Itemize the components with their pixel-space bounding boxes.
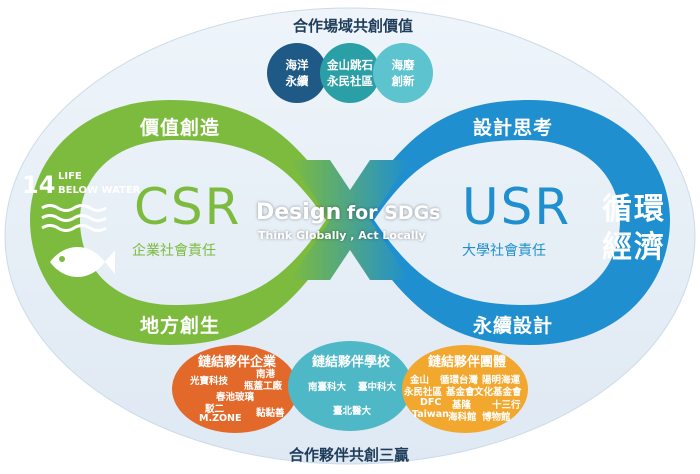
sdg-line1: LIFE xyxy=(58,171,82,182)
org-item: 海科館 xyxy=(448,412,477,423)
label-design-thinking: 設計思考 xyxy=(473,117,554,139)
org-item: 基隆 xyxy=(452,400,472,411)
school-item: 臺中科大 xyxy=(358,382,397,393)
right-loop-ring xyxy=(350,100,670,345)
center-subtitle: Think Globally , Act Locally xyxy=(258,229,426,242)
sdg-line2: BELOW WATER xyxy=(58,185,141,196)
bubble-jinshan-text: 金山跳石 永民社區 xyxy=(322,57,378,89)
csr-subtitle: 企業社會責任 xyxy=(132,243,216,259)
blob-enterprises xyxy=(172,345,298,433)
school-item: 南臺科大 xyxy=(308,382,347,393)
schools-title: 鏈結夥伴學校 xyxy=(312,355,391,370)
bubble-waste-innovation xyxy=(373,43,433,103)
enterprise-item: M.ZONE xyxy=(199,413,242,424)
org-item: 基金會 xyxy=(446,387,475,398)
circular-economy-line2: 經濟 xyxy=(602,230,666,265)
org-item: 永民社區 xyxy=(404,387,443,398)
bubble-jinshan-line2: 永民社區 xyxy=(327,74,373,88)
label-value-creation: 價值創造 xyxy=(140,117,221,139)
enterprise-item: 瓶蓋工廠 xyxy=(244,381,283,392)
loop-cross-band-2 xyxy=(290,160,410,280)
bubble-jinshan-line1: 金山跳石 xyxy=(327,58,373,72)
fish-eye xyxy=(59,256,65,262)
enterprise-item: 駁二 xyxy=(205,404,225,415)
organizations-title: 鏈結夥伴團體 xyxy=(428,355,507,370)
label-sustainable-design: 永續設計 xyxy=(473,315,554,337)
org-item: 陽明海運 xyxy=(482,375,521,386)
sdg14-badge xyxy=(41,204,115,277)
bubble-ocean-line2: 永續 xyxy=(285,74,309,88)
bubble-waste-text: 海廢 創新 xyxy=(379,57,427,89)
center-title: Design for SDGs xyxy=(256,200,440,225)
csr-acronym: CSR xyxy=(134,178,242,236)
wave-icon xyxy=(41,204,107,212)
blob-organizations xyxy=(402,345,528,433)
wave-icon xyxy=(41,224,107,232)
school-item: 臺北醫大 xyxy=(333,406,372,417)
top-title: 合作場域共創價值 xyxy=(293,17,414,35)
infinity-loop xyxy=(30,100,670,345)
fish-icon xyxy=(50,247,115,277)
center-title-sdgs: for SDGs xyxy=(346,202,441,224)
sdg-number: 14 xyxy=(22,171,56,199)
bubble-waste-line2: 創新 xyxy=(391,74,415,88)
org-item: 循環台灣 xyxy=(440,375,479,386)
enterprise-item: 黏黏善 xyxy=(256,408,285,419)
center-title-design: Design xyxy=(256,200,342,225)
label-regional-revitalization: 地方創生 xyxy=(140,315,221,337)
wave-icon xyxy=(41,214,107,222)
org-item: 十三行 xyxy=(492,400,521,411)
usr-acronym: USR xyxy=(462,178,572,236)
enterprises-title: 鏈結夥伴企業 xyxy=(198,355,277,370)
bubble-ocean-text: 海洋 永續 xyxy=(273,57,321,89)
enterprise-item: 春池玻璃 xyxy=(216,392,255,403)
bubble-ocean-sustainability xyxy=(267,43,327,103)
bubble-jinshan-community xyxy=(320,43,380,103)
usr-subtitle: 大學社會責任 xyxy=(462,243,546,259)
org-item: 文化基金會 xyxy=(474,387,522,398)
bubble-waste-line1: 海廢 xyxy=(391,58,415,72)
circular-economy-line1: 循環 xyxy=(602,192,666,227)
enterprise-item: 光寶科技 xyxy=(190,376,229,387)
org-item: DFC xyxy=(420,397,442,408)
bubble-ocean-line1: 海洋 xyxy=(285,58,309,72)
bottom-title: 合作夥伴共創三贏 xyxy=(289,446,410,464)
enterprise-item: 南港 xyxy=(256,369,276,380)
blob-schools xyxy=(288,341,412,431)
org-item: 金山 xyxy=(410,375,430,386)
org-item: 博物館 xyxy=(482,412,511,423)
org-item: Taiwan xyxy=(412,409,449,420)
left-loop-ring xyxy=(30,100,350,345)
